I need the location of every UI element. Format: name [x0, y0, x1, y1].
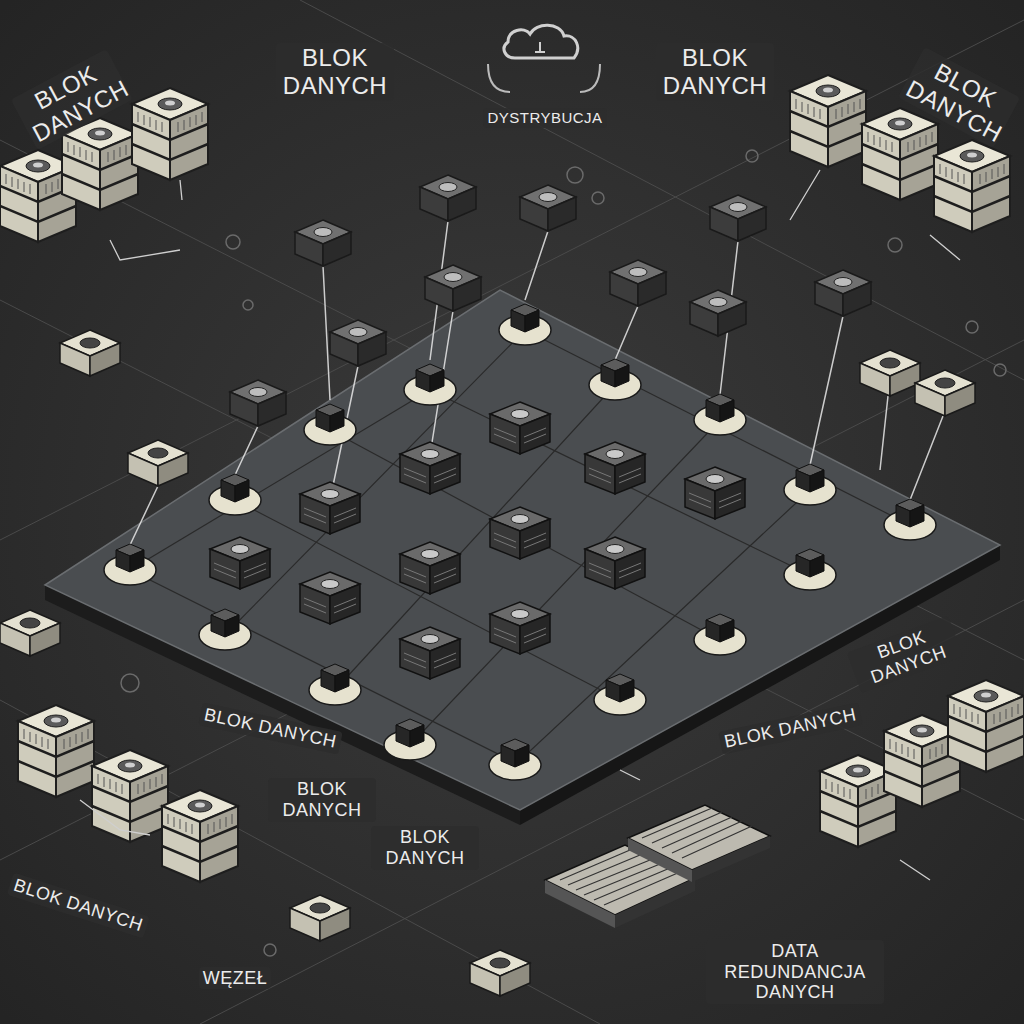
text-label: BLOK DANYCH: [276, 43, 394, 100]
text-label: DATA REDUNDANCJA DANYCH: [706, 940, 884, 1004]
text-label: BLOK DANYCH: [371, 826, 479, 869]
text-label: BLOK DANYCH: [268, 778, 376, 821]
text-label: WĘZEŁ: [199, 967, 272, 990]
text-label: BLOK DANYCH: [656, 43, 774, 100]
text-label: DYSTRYBUCJA: [483, 108, 606, 127]
